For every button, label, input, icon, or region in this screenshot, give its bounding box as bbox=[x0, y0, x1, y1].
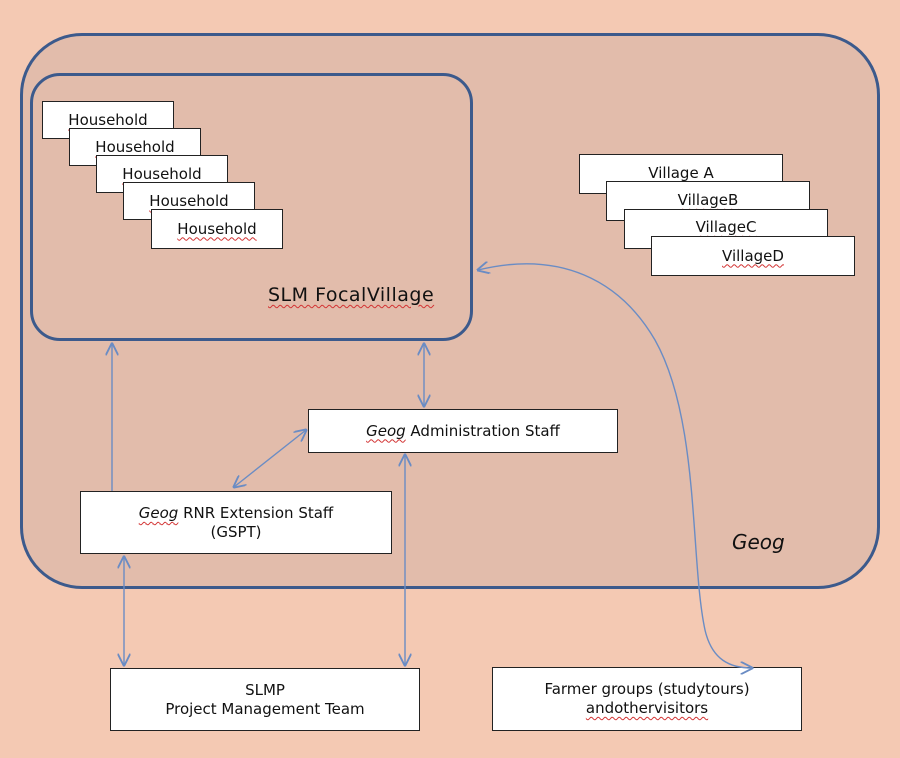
rnr-staff-geog-word: Geog bbox=[138, 503, 179, 522]
connector-focal-to-farmers bbox=[478, 264, 752, 668]
farmer-line2: andothervisitors bbox=[585, 699, 709, 717]
slmp-line1: SLMP bbox=[245, 680, 285, 699]
admin-staff-geog-word: Geog bbox=[366, 421, 406, 440]
rnr-staff-box: Geog RNR Extension Staff (GSPT) bbox=[80, 491, 392, 554]
connector-rnr-to-admin bbox=[234, 430, 306, 487]
rnr-staff-line2: (GSPT) bbox=[210, 522, 262, 541]
focal-village-label: SLM FocalVillage bbox=[268, 284, 435, 306]
rnr-staff-rest: RNR Extension Staff bbox=[178, 503, 334, 522]
slmp-line2: Project Management Team bbox=[165, 699, 365, 718]
farmer-line1: Farmer groups (studytours) bbox=[544, 680, 750, 699]
farmer-groups-box: Farmer groups (studytours) andothervisit… bbox=[492, 667, 802, 731]
household-box-5: Household bbox=[151, 209, 283, 249]
slmp-team-box: SLMP Project Management Team bbox=[110, 668, 420, 731]
